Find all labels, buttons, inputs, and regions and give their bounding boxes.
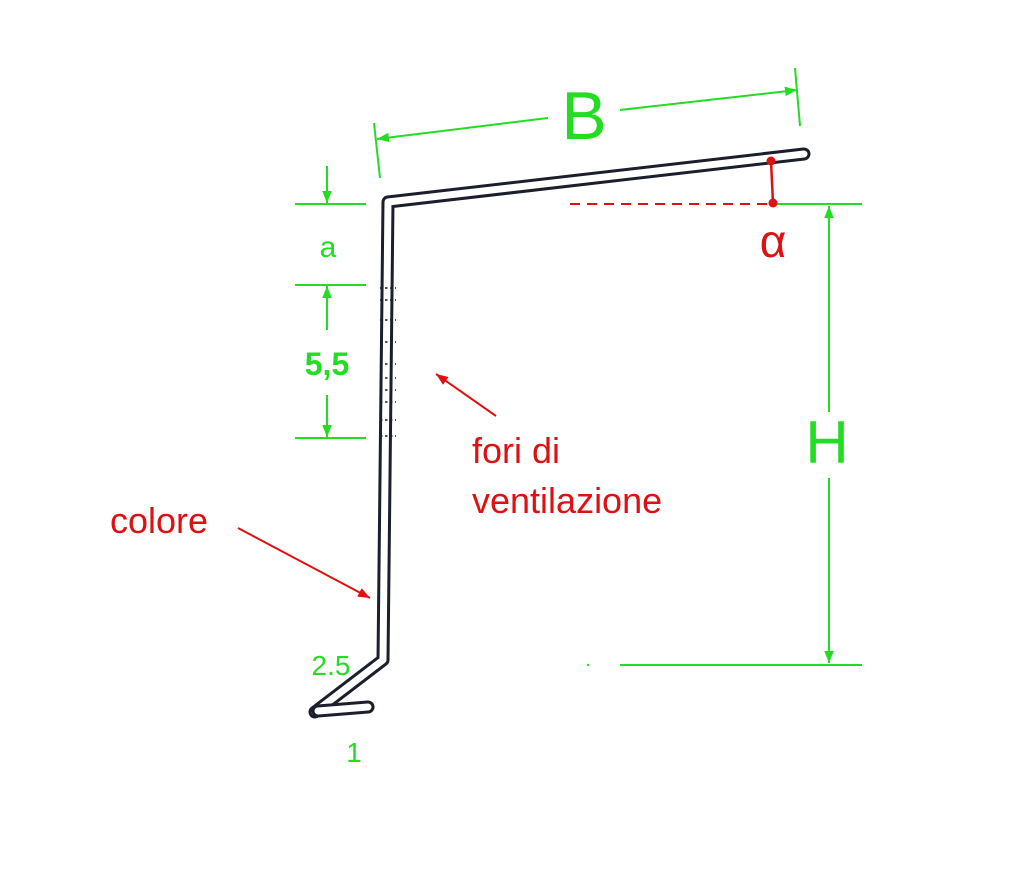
label-hem-return: 1 [346, 737, 362, 768]
profile-inner [311, 150, 808, 716]
label-height-h: H [805, 409, 848, 476]
label-color-face: colore [110, 500, 208, 541]
vent-holes-pointer [435, 373, 497, 417]
hem-return-inner [314, 703, 372, 715]
b-extension-left [373, 122, 381, 179]
color-face-pointer [237, 527, 371, 599]
angle-marker [769, 160, 775, 204]
label-vent-holes-line2: ventilazione [472, 480, 662, 521]
b-extension-right [794, 67, 801, 127]
label-width-b: B [561, 78, 606, 154]
dimension-lines [295, 67, 862, 666]
labels: B H a 5,5 2.5 1 α fori di ventilazione c… [110, 78, 849, 768]
stray-dot [586, 663, 590, 667]
b-dim-left [376, 117, 549, 143]
label-vent-band: 5,5 [305, 346, 349, 382]
label-angle-alpha: α [760, 215, 787, 267]
label-vent-holes-line1: fori di [472, 430, 560, 471]
annotations [237, 156, 778, 599]
b-dim-right [619, 86, 798, 111]
angle-dot-top [766, 156, 776, 166]
angle-dot-bottom [768, 198, 778, 208]
label-hem-flange: 2.5 [312, 650, 351, 681]
metal-profile [308, 147, 811, 719]
label-top-offset-a: a [320, 231, 337, 264]
